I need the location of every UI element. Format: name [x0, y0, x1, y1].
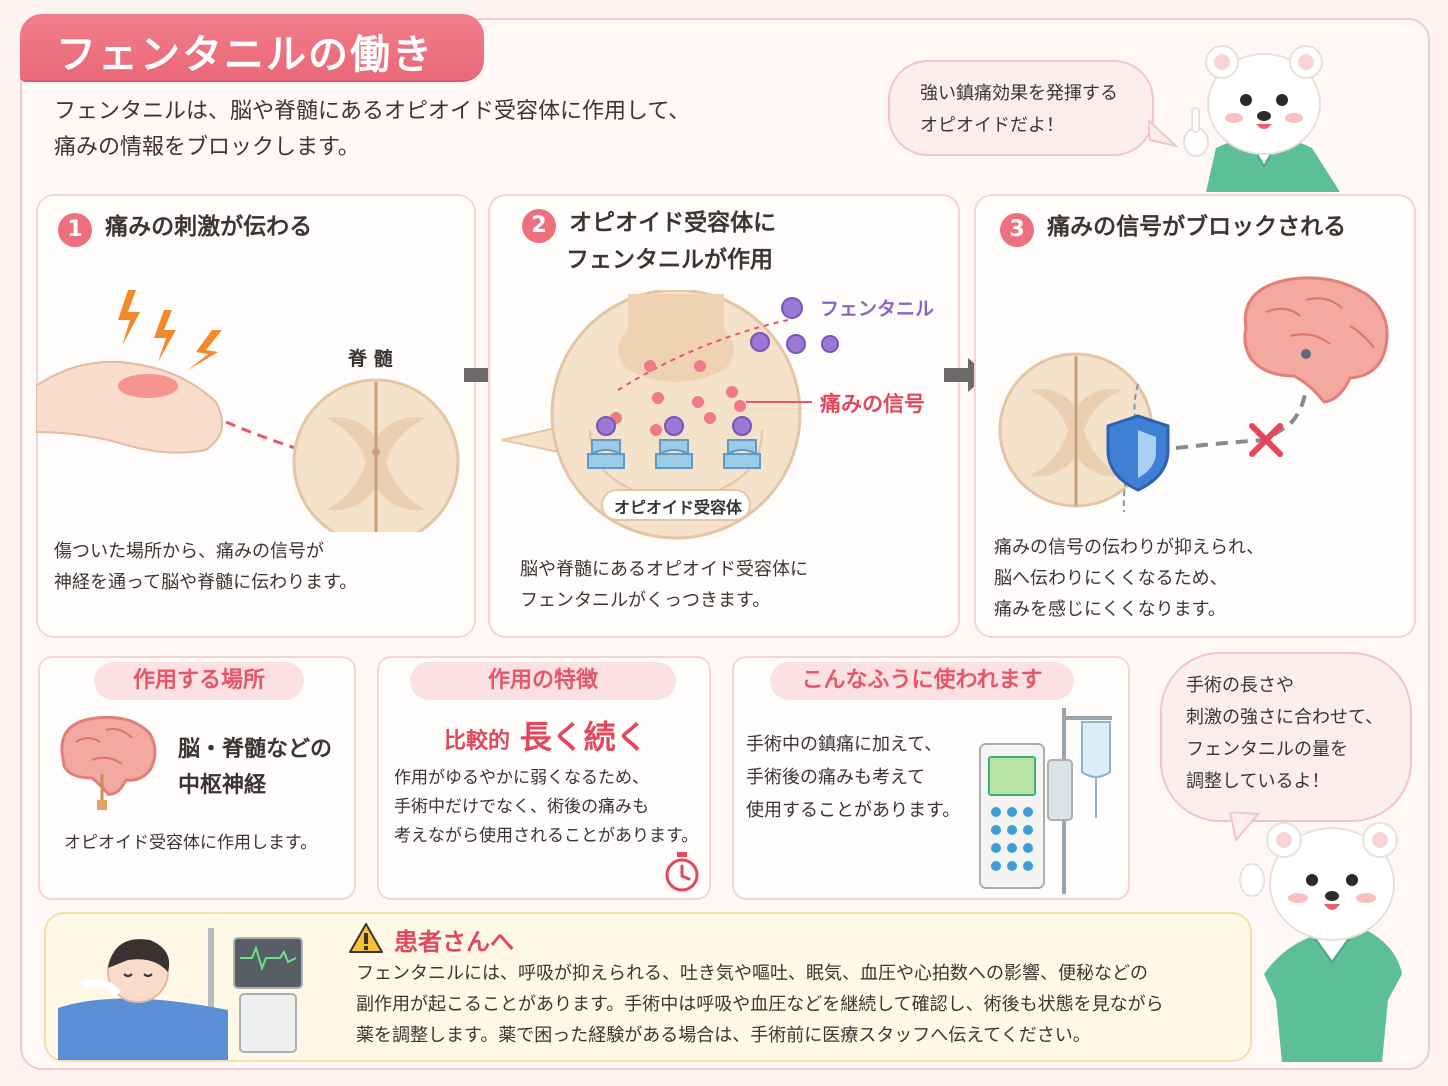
- site-line-2: 中枢神経: [178, 773, 267, 798]
- receptor-zoom-illustration: [501, 290, 839, 540]
- patient-notice-text: フェンタニルには、呼吸が抑えられる、吐き気や嘔吐、眠気、血圧や心拍数への影響、便…: [356, 958, 1246, 1051]
- step-3-title: 痛みの信号がブロックされる: [1047, 214, 1347, 240]
- site-of-action-heading: 作用する場所: [94, 662, 304, 700]
- patient-in-bed-illustration: [58, 928, 303, 1060]
- cross-icon: [1249, 423, 1283, 457]
- bubble-tail-icon: [1228, 812, 1260, 842]
- feature-line-1: 作用がゆるやかに弱くなるため、: [394, 768, 649, 788]
- speech-bubble-middle: 手術の長さや 刺激の強さに合わせて、 フェンタニルの量を 調整しているよ！: [1160, 652, 1412, 822]
- intro-text: フェンタニルは、脳や脊髄にあるオピオイド受容体に作用して、 痛みの情報をブロック…: [54, 94, 690, 166]
- notice-line-1: フェンタニルには、呼吸が抑えられる、吐き気や嘔吐、眠気、血圧や心拍数への影響、便…: [356, 963, 1148, 984]
- bubble-mid-line-2: 刺激の強さに合わせて、: [1186, 707, 1384, 728]
- warning-icon: [349, 923, 383, 953]
- step-1-heading: 1 痛みの刺激が伝わる: [58, 210, 312, 247]
- intro-line-1: フェンタニルは、脳や脊髄にあるオピオイド受容体に作用して、: [54, 99, 691, 124]
- step-3-text-3: 痛みを感じにくくなります。: [994, 599, 1226, 620]
- page-title: フェンタニルの働き: [20, 14, 484, 80]
- usage-heading: こんなふうに使われます: [770, 662, 1074, 700]
- bubble-mid-line-4: 調整しているよ！: [1186, 771, 1330, 792]
- blocked-signal-illustration: [998, 276, 1389, 513]
- feature-line-2: 手術中だけでなく、術後の痛みも: [394, 797, 649, 817]
- notice-line-3: 薬を調整します。薬で困った経験がある場合は、手術前に医療スタッフへ伝えてください…: [356, 1025, 1091, 1046]
- feature-text: 作用がゆるやかに弱くなるため、 手術中だけでなく、術後の痛みも 考えながら使用さ…: [394, 764, 698, 851]
- bubble-mid-line-1: 手術の長さや: [1186, 675, 1294, 696]
- site-of-action-note: オピオイド受容体に作用します。: [64, 833, 318, 853]
- timer-icon: [665, 852, 699, 892]
- step-2-text-1: 脳や脊髄にあるオピオイド受容体に: [520, 559, 808, 580]
- step-2-description: 脳や脊髄にあるオピオイド受容体に フェンタニルがくっつきます。: [520, 554, 808, 616]
- bear-mascot-icon: [1239, 822, 1402, 1062]
- step-2-title-1: オピオイド受容体に: [569, 210, 777, 236]
- patient-notice-title: 患者さんへ: [394, 928, 514, 956]
- shield-icon: [1106, 414, 1170, 492]
- step-1-description: 傷ついた場所から、痛みの信号が 神経を通って脳や脊髄に伝わります。: [54, 536, 357, 598]
- infusion-pump-illustration: [979, 708, 1112, 894]
- usage-text: 手術中の鎮痛に加えて、 手術後の痛みも考えて 使用することがあります。: [746, 728, 960, 827]
- feature-heading: 作用の特徴: [410, 662, 676, 700]
- notice-line-2: 副作用が起こることがあります。手術中は呼吸や血圧などを継続して確認し、術後も状態…: [356, 994, 1164, 1015]
- step-3-number: 3: [1000, 212, 1034, 247]
- step-3-text-2: 脳へ伝わりにくくなるため、: [994, 568, 1228, 589]
- site-line-1: 脳・脊髄などの: [178, 737, 333, 762]
- step-3-description: 痛みの信号の伝わりが抑えられ、 脳へ伝わりにくくなるため、 痛みを感じにくくなり…: [994, 532, 1264, 625]
- lightning-icon: [118, 290, 222, 370]
- spinal-cord-label: 脊 髄: [348, 348, 393, 370]
- step-2-heading: 2 オピオイド受容体に フェンタニルが作用: [522, 206, 776, 277]
- step-1-number: 1: [58, 212, 92, 247]
- usage-line-3: 使用することがあります。: [746, 800, 961, 821]
- step-3-heading: 3 痛みの信号がブロックされる: [1000, 210, 1346, 247]
- bubble-top-line-2: オピオイドだよ！: [920, 115, 1064, 136]
- brain-icon: [60, 715, 157, 810]
- feature-line-3: 考えながら使用されることがあります。: [394, 826, 699, 846]
- feature-lead-big: 長く続く: [519, 718, 648, 756]
- fentanyl-label: フェンタニル: [820, 298, 935, 320]
- step-2-number: 2: [522, 208, 556, 243]
- step-3-text-1: 痛みの信号の伝わりが抑えられ、: [994, 537, 1265, 558]
- speech-bubble-top: 強い鎮痛効果を発揮する オピオイドだよ！: [888, 60, 1154, 156]
- feature-lead-small: 比較的: [444, 729, 511, 754]
- step-1-text-1: 傷ついた場所から、痛みの信号が: [54, 541, 324, 562]
- opioid-receptor-label: オピオイド受容体: [613, 498, 742, 517]
- bear-mascot-icon: [1183, 45, 1340, 192]
- step-2-title-2: フェンタニルが作用: [566, 246, 773, 273]
- hand-spinal-cord-illustration: [36, 290, 460, 532]
- step-2-text-2: フェンタニルがくっつきます。: [520, 590, 771, 611]
- step-1-text-2: 神経を通って脳や脊髄に伝わります。: [54, 572, 358, 593]
- feature-lead: 比較的 長く続く: [444, 712, 648, 758]
- step-1-title: 痛みの刺激が伝わる: [105, 214, 313, 240]
- site-of-action-text: 脳・脊髄などの 中枢神経: [178, 732, 332, 804]
- intro-line-2: 痛みの情報をブロックします。: [54, 135, 360, 160]
- bubble-top-line-1: 強い鎮痛効果を発揮する: [920, 83, 1118, 104]
- pain-signal-label: 痛みの信号: [820, 392, 925, 416]
- bubble-tail-icon: [1148, 120, 1178, 148]
- usage-line-1: 手術中の鎮痛に加えて、: [746, 734, 943, 755]
- usage-line-2: 手術後の痛みも考えて: [746, 767, 926, 788]
- bubble-mid-line-3: フェンタニルの量を: [1186, 739, 1348, 760]
